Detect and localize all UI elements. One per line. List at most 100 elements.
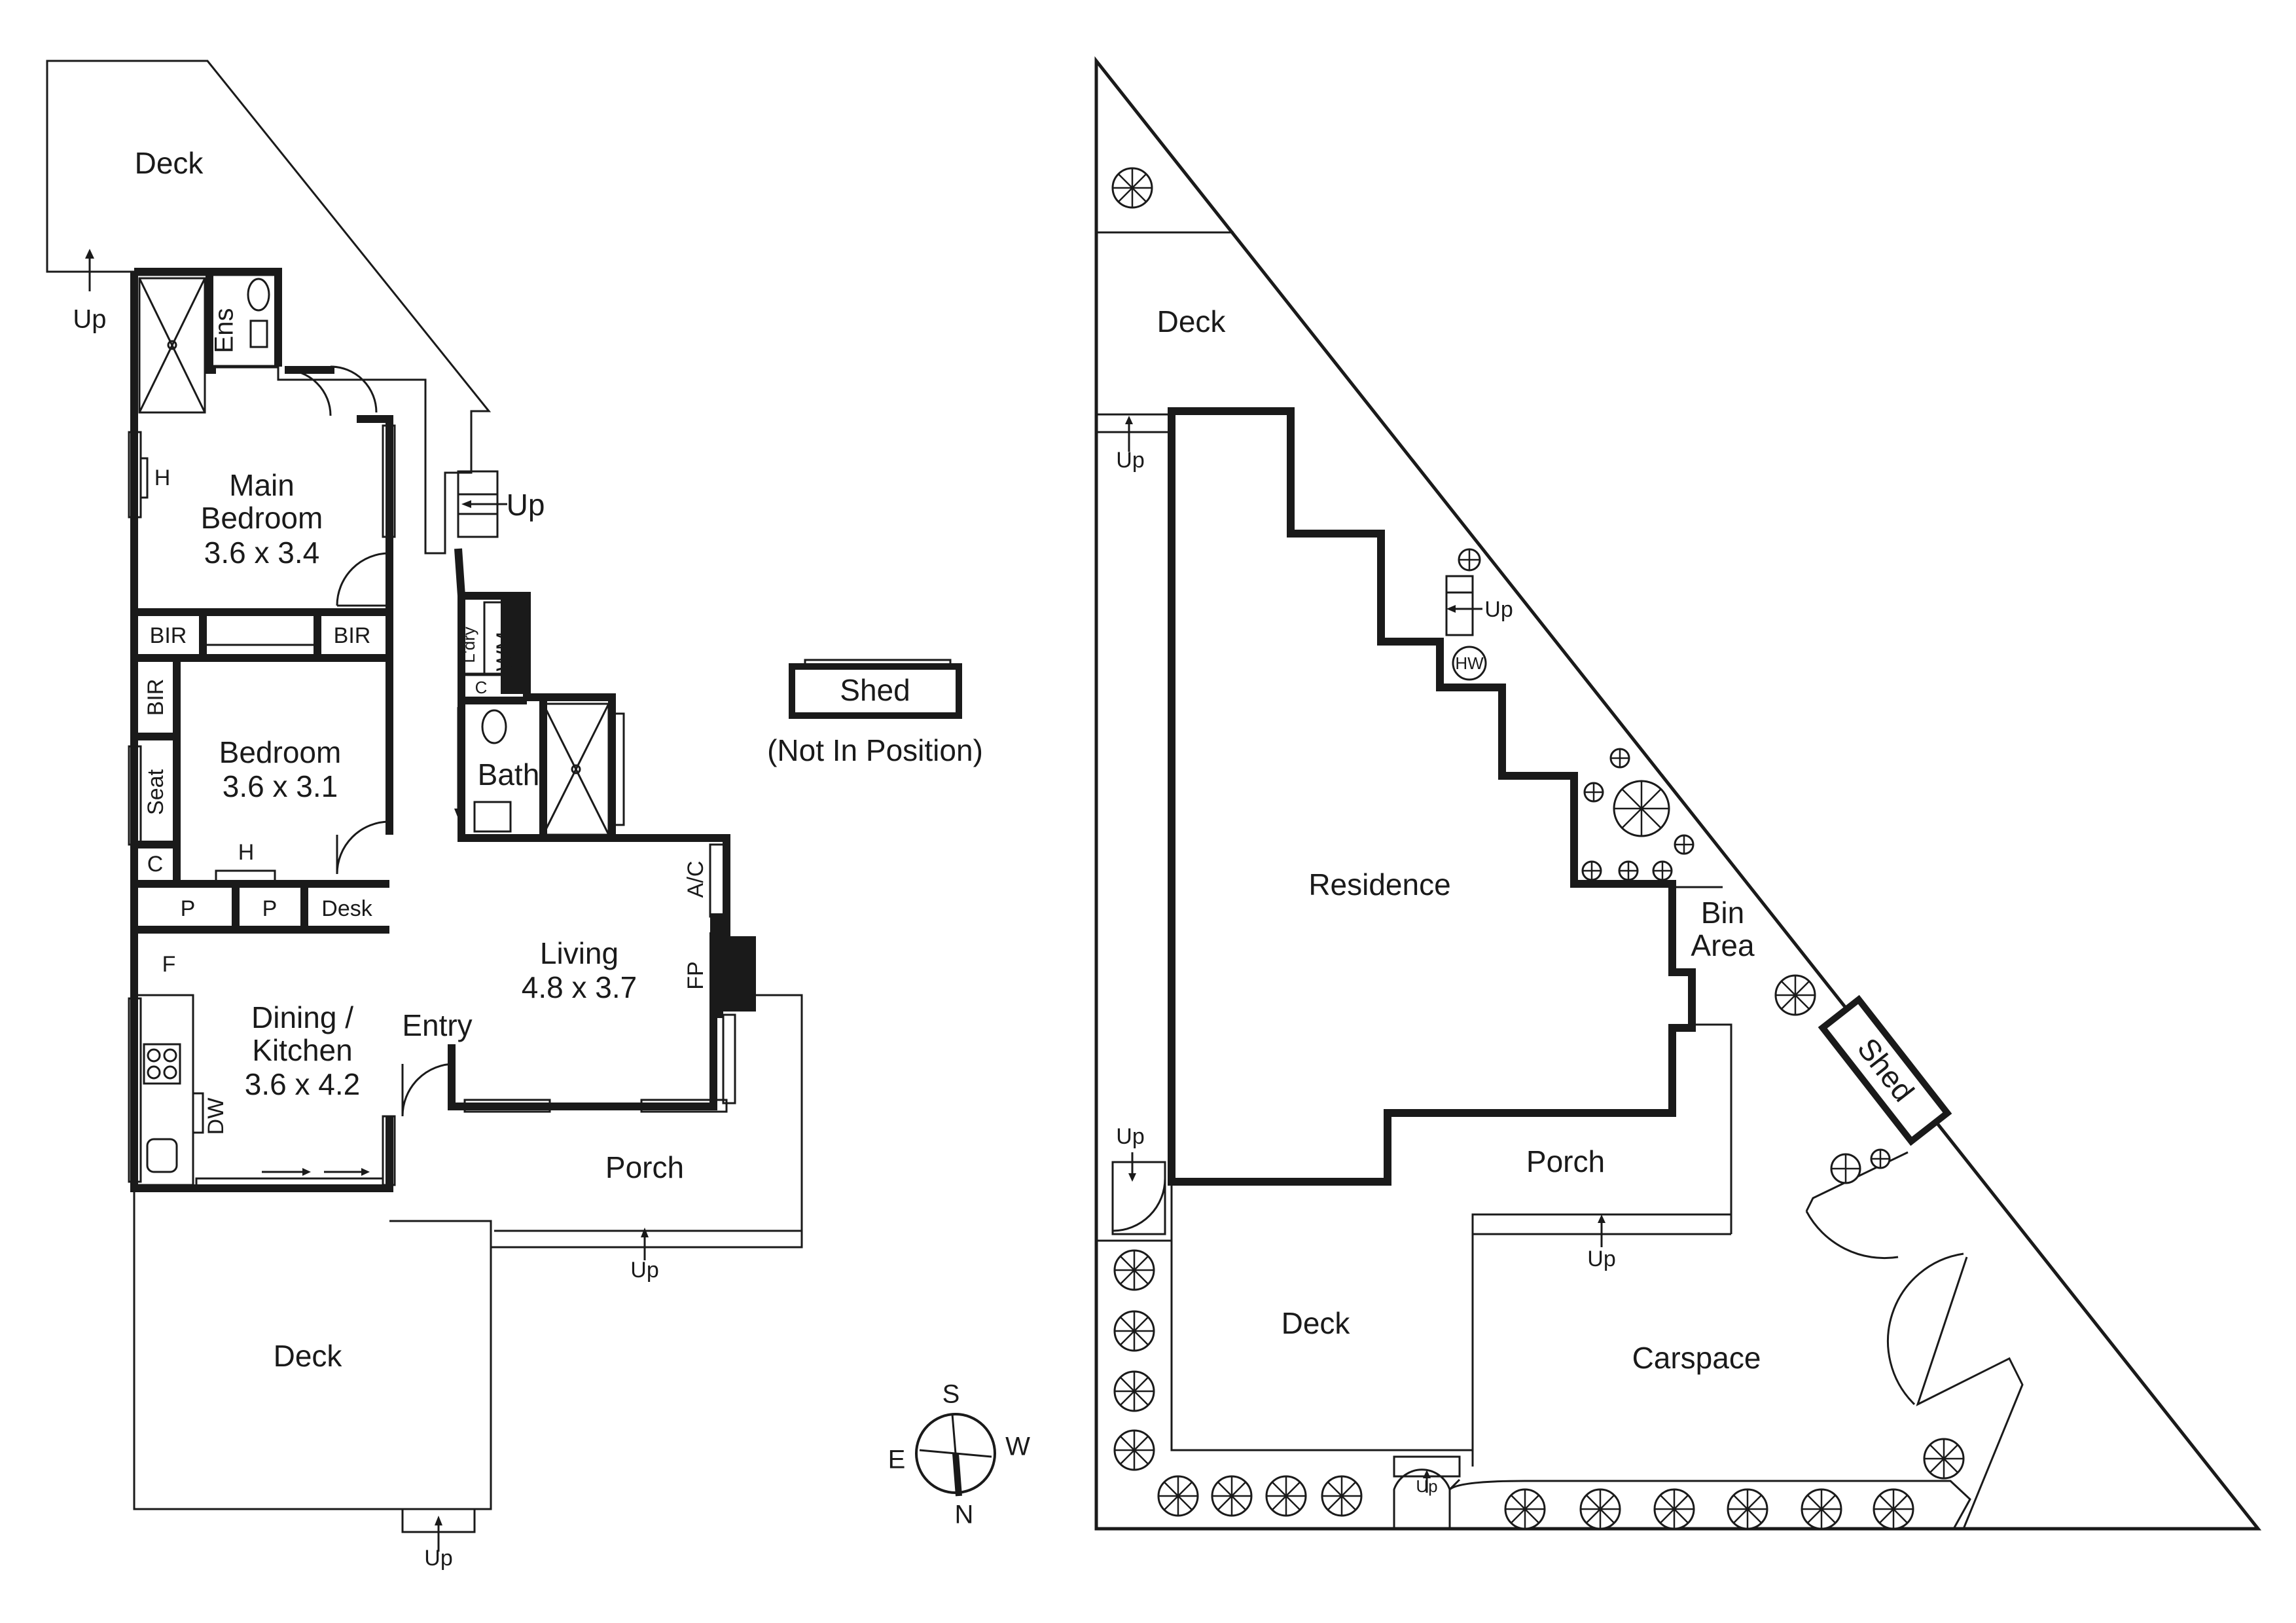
slider-arrowhead-2 xyxy=(361,1168,370,1176)
label-dining-2: Kitchen xyxy=(252,1033,352,1067)
hall-arrowhead xyxy=(454,809,462,818)
label-up-mid: Up xyxy=(1484,597,1513,622)
burner-icon-2 xyxy=(163,1048,177,1063)
tree-icon xyxy=(1653,1488,1695,1530)
tree-icon xyxy=(1211,1475,1253,1517)
label-bir-right: BIR xyxy=(334,623,371,648)
compass-n: N xyxy=(955,1501,974,1529)
carspace-east-edge xyxy=(1916,1256,2024,1529)
gate-box xyxy=(1111,1161,1166,1235)
label-bin-area: Bin xyxy=(1701,896,1744,930)
up-arrowhead-side xyxy=(461,500,471,508)
shower-drain-icon xyxy=(167,340,177,350)
residence-outline xyxy=(1168,407,1696,1186)
label-deck-top: Deck xyxy=(135,146,204,180)
bath-toilet-icon xyxy=(481,709,507,744)
wall-main-bedroom-right xyxy=(285,366,334,374)
site-shed: Shed xyxy=(1818,994,1952,1146)
porch-outline xyxy=(389,994,803,1249)
shed-outline xyxy=(789,663,962,719)
tree-icon xyxy=(1674,834,1695,855)
tree-icon xyxy=(1157,1475,1199,1517)
label-dishwasher: DW xyxy=(204,1098,228,1135)
porch-south-line xyxy=(1471,1213,1731,1467)
basin-icon xyxy=(249,319,268,348)
ensuite-door-swing xyxy=(284,369,332,416)
label-bir-left: BIR xyxy=(150,623,187,648)
heater-bed-icon xyxy=(215,869,276,885)
bath-shower xyxy=(542,702,610,836)
tree-icon xyxy=(1321,1475,1363,1517)
door-swing-top xyxy=(330,365,378,413)
compass-w: W xyxy=(1005,1432,1030,1461)
tree-icon xyxy=(1265,1475,1307,1517)
label-laundry: L'dry xyxy=(459,627,478,663)
bath-shower-diag2 xyxy=(542,703,610,835)
up-arrowhead-left-bottom xyxy=(1128,1173,1136,1182)
label-seat: Seat xyxy=(143,769,168,814)
label-main-bedroom-size: 3.6 x 3.4 xyxy=(204,536,319,570)
label-up-bottom: Up xyxy=(1416,1476,1437,1496)
tree-icon xyxy=(1870,1148,1891,1169)
dishwasher-icon xyxy=(192,1092,204,1134)
toilet-icon xyxy=(247,278,270,312)
window-entry xyxy=(382,1115,396,1186)
window-main-bedroom-east xyxy=(382,424,396,538)
tree-icon xyxy=(1113,1370,1155,1412)
label-up-porch: Up xyxy=(630,1258,658,1283)
porch-east-line xyxy=(1692,1023,1732,1234)
label-ac: A/C xyxy=(683,861,708,898)
label-deck-bottom-right: Deck xyxy=(1282,1306,1351,1340)
label-up-right-top: Up xyxy=(1116,448,1144,473)
label-up-deck-bottom: Up xyxy=(424,1546,452,1571)
sink-icon xyxy=(146,1138,178,1173)
trees xyxy=(1111,167,1965,1530)
label-up-deck-top: Up xyxy=(73,305,106,334)
label-bath: Bath xyxy=(478,757,540,792)
up-arrowhead-deck-bottom xyxy=(435,1516,442,1525)
up-arrowhead-porch xyxy=(641,1228,649,1237)
site-boundary xyxy=(1094,56,2262,1531)
window-living-south2 xyxy=(640,1099,728,1113)
compass-s: S xyxy=(942,1380,960,1409)
heater-main-icon xyxy=(139,457,149,499)
shed-detached: Shed (Not In Position) xyxy=(767,659,983,767)
label-main-bedroom: Main xyxy=(229,468,295,502)
site-plan: HW Shed xyxy=(1094,56,2262,1531)
tree-icon xyxy=(1923,1438,1965,1480)
label-up-side: Up xyxy=(507,488,545,522)
window-bath xyxy=(611,712,625,826)
label-heater-bed: H xyxy=(238,840,255,865)
tree-icon xyxy=(1111,167,1153,209)
slider-arrowhead-1 xyxy=(302,1168,311,1176)
label-up-left-bottom: Up xyxy=(1116,1124,1144,1149)
window-kitchen-west xyxy=(128,997,142,1183)
label-deck-top-right: Deck xyxy=(1157,304,1227,338)
carspace-gate-swing xyxy=(1886,1252,1964,1406)
tree-icon xyxy=(1801,1488,1842,1530)
fireplace-hearth xyxy=(710,913,723,1018)
label-fireplace: FP xyxy=(683,961,708,989)
shed-roof-line xyxy=(804,659,952,669)
carspace-gate-swing-2 xyxy=(1805,1211,1899,1260)
mid-steps xyxy=(1445,575,1474,636)
label-porch: Porch xyxy=(605,1150,684,1184)
cooktop-icon xyxy=(143,1043,181,1085)
deck-bottom-outline-right xyxy=(1170,1182,1473,1451)
label-wm: WM xyxy=(492,632,517,671)
tree-icon xyxy=(1583,782,1604,803)
label-dining-size: 3.6 x 4.2 xyxy=(245,1067,360,1101)
bottom-gate-swing xyxy=(1393,1468,1451,1529)
compass-e: E xyxy=(888,1446,906,1474)
site-shed-outline xyxy=(1818,994,1952,1146)
tree-icon xyxy=(1652,860,1673,881)
deck-bottom-outline xyxy=(133,1188,492,1510)
hot-water-icon xyxy=(1452,646,1487,681)
label-bedroom-size: 3.6 x 3.1 xyxy=(223,769,338,803)
wall-laundry-bath xyxy=(454,548,616,842)
bath-drain-icon xyxy=(571,764,581,775)
up-arrowhead-mid xyxy=(1446,605,1456,613)
tree-icon xyxy=(1113,1249,1155,1291)
up-arrowhead-deck-top xyxy=(85,249,94,259)
